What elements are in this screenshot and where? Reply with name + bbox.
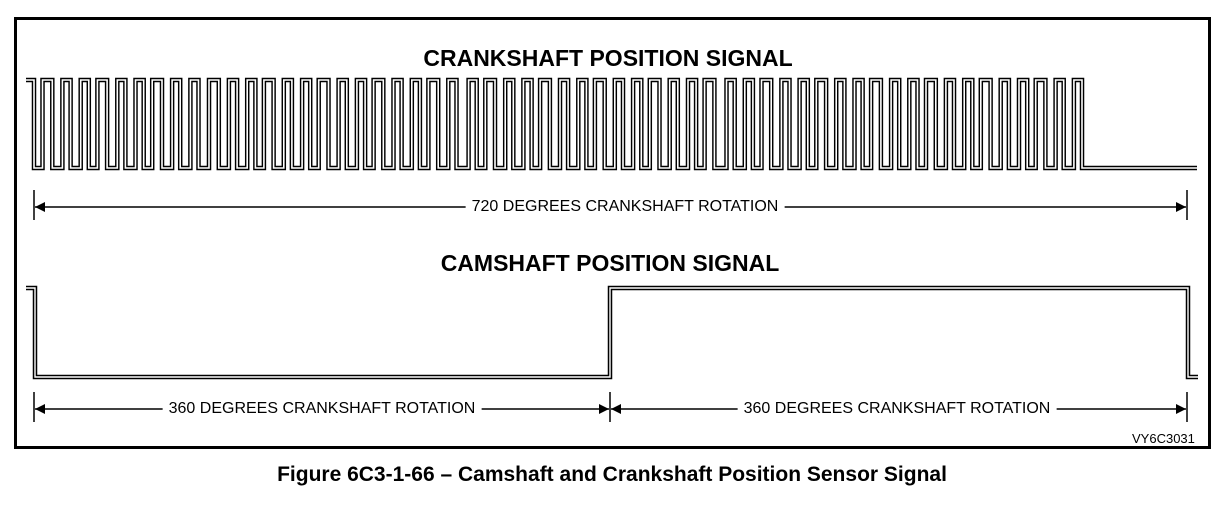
diagram-frame	[14, 17, 1211, 449]
crankshaft-title: CRANKSHAFT POSITION SIGNAL	[423, 45, 793, 71]
reference-code: VY6C3031	[1132, 431, 1195, 446]
camshaft-second-half-label: 360 DEGREES CRANKSHAFT ROTATION	[737, 400, 1057, 418]
camshaft-first-half-label: 360 DEGREES CRANKSHAFT ROTATION	[162, 400, 482, 418]
crankshaft-rotation-label: 720 DEGREES CRANKSHAFT ROTATION	[465, 198, 785, 216]
camshaft-waveform	[26, 285, 1198, 380]
camshaft-title: CAMSHAFT POSITION SIGNAL	[440, 250, 780, 276]
figure-caption: Figure 6C3-1-66 – Camshaft and Crankshaf…	[277, 463, 947, 486]
crankshaft-waveform	[26, 77, 1197, 171]
